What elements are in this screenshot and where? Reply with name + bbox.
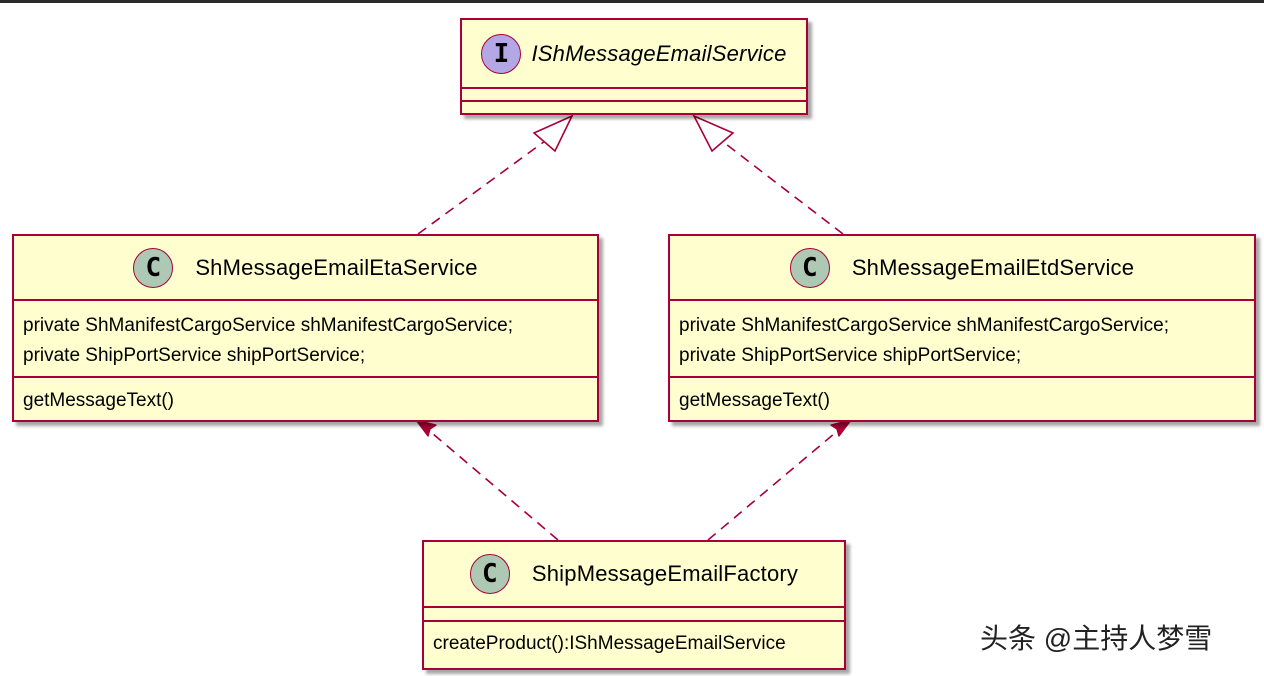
method-line: createProduct():IShMessageEmailService: [433, 633, 786, 654]
eta-service-methods: getMessageText(): [14, 376, 597, 416]
dependency-factory-to-etd: [707, 419, 852, 541]
class-badge-icon: C: [789, 247, 830, 288]
eta-service-fields: private ShManifestCargoService shManifes…: [14, 299, 597, 376]
etd-service-name: ShMessageEmailEtdService: [851, 254, 1135, 280]
interface-name: IShMessageEmailService: [531, 40, 787, 66]
etd-service-box: C ShMessageEmailEtdService private ShMan…: [668, 234, 1256, 422]
realization-etd-to-interface: [692, 114, 844, 235]
factory-box: C ShipMessageEmailFactory createProduct(…: [422, 540, 846, 670]
class-badge-icon: C: [133, 247, 174, 288]
eta-service-header: C ShMessageEmailEtaService: [14, 236, 597, 299]
field-line: private ShManifestCargoService shManifes…: [679, 315, 1169, 336]
interface-badge-icon: I: [481, 33, 522, 74]
class-badge-icon: C: [469, 554, 510, 594]
top-border-line: [0, 0, 1264, 3]
watermark: 头条 @主持人梦雪: [980, 623, 1213, 654]
realization-eta-to-interface: [417, 114, 574, 235]
field-line: private ShipPortService shipPortService;: [679, 345, 1022, 366]
factory-fields-section: [424, 606, 844, 620]
dependency-factory-to-eta: [415, 419, 559, 541]
interface-methods-section: [462, 100, 806, 113]
method-line: getMessageText(): [23, 390, 175, 411]
interface-fields-section: [462, 87, 806, 100]
etd-service-fields: private ShManifestCargoService shManifes…: [670, 299, 1254, 376]
eta-service-name: ShMessageEmailEtaService: [195, 254, 478, 280]
eta-service-box: C ShMessageEmailEtaService private ShMan…: [12, 234, 599, 422]
interface-header: I IShMessageEmailService: [462, 20, 806, 87]
field-line: private ShipPortService shipPortService;: [23, 345, 366, 366]
field-line: private ShManifestCargoService shManifes…: [23, 315, 513, 336]
etd-service-methods: getMessageText(): [670, 376, 1254, 416]
interface-box: I IShMessageEmailService: [460, 18, 808, 115]
factory-methods: createProduct():IShMessageEmailService: [424, 620, 844, 659]
factory-header: C ShipMessageEmailFactory: [424, 542, 844, 606]
method-line: getMessageText(): [679, 390, 831, 411]
factory-name: ShipMessageEmailFactory: [531, 561, 799, 586]
etd-service-header: C ShMessageEmailEtdService: [670, 236, 1254, 299]
